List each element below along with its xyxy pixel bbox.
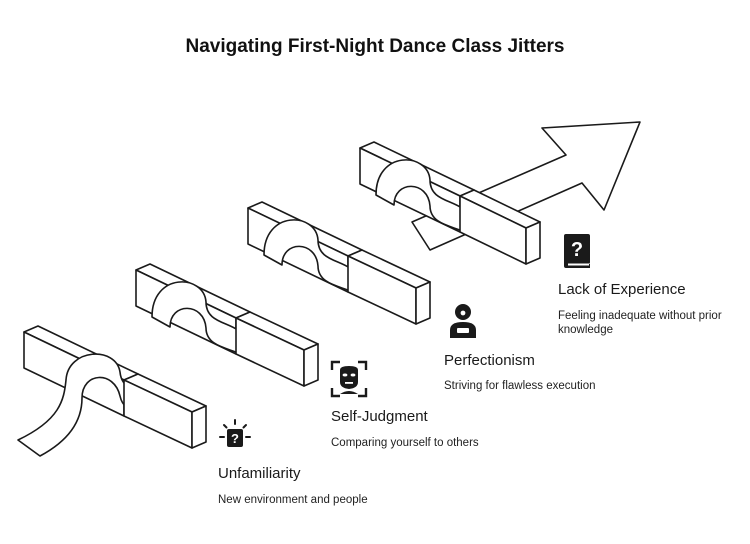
step-title-self-judgment: Self-Judgment: [331, 408, 428, 425]
diagram-title: Navigating First-Night Dance Class Jitte…: [185, 36, 565, 57]
face-scan-icon: [330, 360, 368, 398]
svg-text:?: ?: [231, 431, 239, 446]
question-badge-icon: ?: [219, 419, 251, 447]
svg-text:?: ?: [571, 239, 583, 261]
step-title-lack-of-experience: Lack of Experience: [558, 281, 686, 298]
step-title-perfectionism: Perfectionism: [444, 352, 535, 369]
question-book-icon: ?: [564, 234, 590, 268]
step-title-unfamiliarity: Unfamiliarity: [218, 465, 301, 482]
step-desc-lack-of-experience: Feeling inadequate without prior knowled…: [558, 310, 722, 336]
step-desc-unfamiliarity: New environment and people: [218, 494, 368, 506]
step-desc-self-judgment: Comparing yourself to others: [331, 437, 479, 449]
step-desc-perfectionism: Striving for flawless execution: [444, 380, 596, 392]
person-icon: [450, 304, 476, 338]
